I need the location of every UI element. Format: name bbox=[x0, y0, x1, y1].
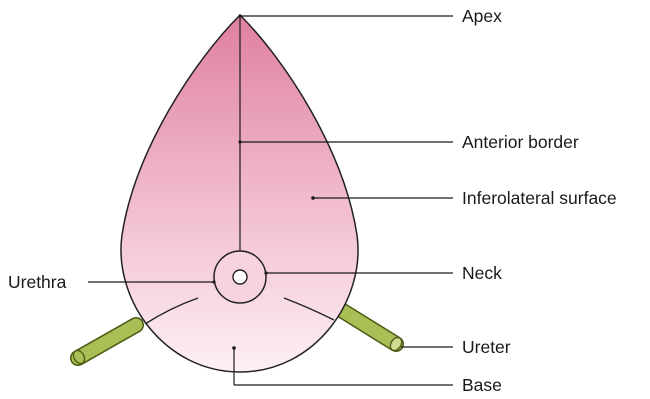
inferolateral-surface-label: Inferolateral surface bbox=[462, 188, 617, 208]
urethra-dot bbox=[212, 280, 215, 283]
right-ureter bbox=[338, 308, 404, 353]
apex-dot bbox=[238, 14, 241, 17]
anterior-border-label: Anterior border bbox=[462, 132, 579, 152]
anterior-border-dot bbox=[238, 140, 241, 143]
urethra-opening bbox=[233, 270, 247, 284]
apex-label: Apex bbox=[462, 6, 502, 26]
neck-dot bbox=[264, 271, 267, 274]
urethra-label: Urethra bbox=[8, 272, 67, 292]
neck-label: Neck bbox=[462, 263, 502, 283]
ureter-label: Ureter bbox=[462, 337, 511, 357]
left-ureter bbox=[71, 325, 136, 366]
base-label: Base bbox=[462, 375, 502, 395]
inferolateral-surface-dot bbox=[311, 196, 315, 200]
base-dot bbox=[232, 346, 236, 350]
